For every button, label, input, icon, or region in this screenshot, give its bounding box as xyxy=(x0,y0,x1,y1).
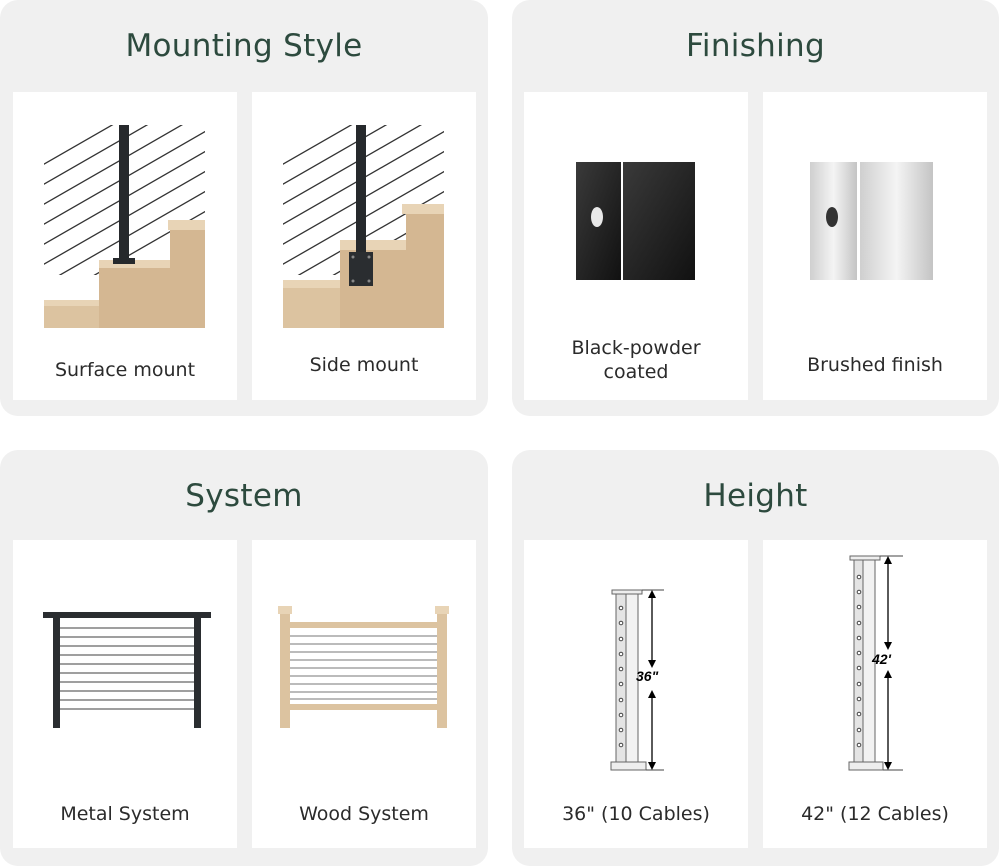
section-title: Mounting Style xyxy=(125,28,363,64)
system-section: System Metal System xyxy=(0,450,488,866)
black-post-swatch-icon xyxy=(576,162,695,280)
option-brushed-finish[interactable]: Brushed finish xyxy=(763,92,987,400)
dimension-label: 42' xyxy=(872,651,891,667)
section-title: System xyxy=(185,478,303,514)
post-42-icon xyxy=(848,555,903,771)
wood-railing-icon xyxy=(278,606,449,728)
brushed-post-swatch-icon xyxy=(810,162,933,280)
section-title: Finishing xyxy=(686,28,825,64)
option-side-mount[interactable]: Side mount xyxy=(252,92,476,400)
mounting-style-section: Mounting Style Surface mount xyxy=(0,0,488,416)
dimension-label: 36" xyxy=(636,668,659,684)
option-label-line2: coated xyxy=(603,361,669,383)
option-label: 42" (12 Cables) xyxy=(801,803,949,825)
option-36-inch[interactable]: 36" 36" (10 Cables) xyxy=(524,540,748,848)
option-label: Side mount xyxy=(309,354,419,376)
side-mount-stairs-icon xyxy=(283,125,444,328)
option-label: Brushed finish xyxy=(807,354,943,376)
option-label: Metal System xyxy=(60,803,190,825)
finishing-section: Finishing Black-powder coated Brushed fi… xyxy=(512,0,999,416)
option-wood-system[interactable]: Wood System xyxy=(252,540,476,848)
option-label: Black-powder xyxy=(571,337,701,359)
metal-railing-icon xyxy=(43,612,211,728)
post-36-icon xyxy=(610,589,664,771)
option-42-inch[interactable]: 42' 42" (12 Cables) xyxy=(763,540,987,848)
option-label: Surface mount xyxy=(54,359,196,381)
section-title: Height xyxy=(703,478,808,514)
option-label: 36" (10 Cables) xyxy=(562,803,710,825)
surface-mount-stairs-icon xyxy=(44,125,205,328)
option-surface-mount[interactable]: Surface mount xyxy=(13,92,237,400)
option-metal-system[interactable]: Metal System xyxy=(13,540,237,848)
option-label: Wood System xyxy=(299,803,429,825)
height-section: Height 36" 36" (10 Cables) xyxy=(512,450,999,866)
option-black-powder-coated[interactable]: Black-powder coated xyxy=(524,92,748,400)
